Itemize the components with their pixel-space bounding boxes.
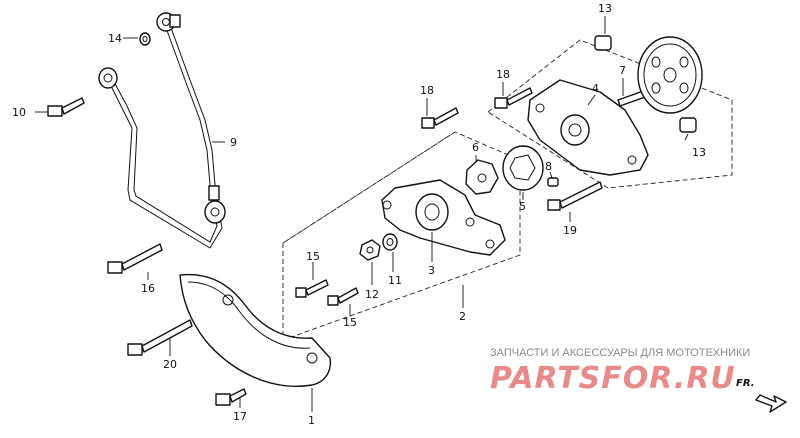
bolt-15-upper bbox=[295, 279, 329, 298]
arrow-icon bbox=[755, 394, 787, 413]
inner-rotor bbox=[465, 159, 499, 195]
callout-numbers: 14 13 18 18 10 9 4 7 13 6 8 5 19 3 2 15 … bbox=[12, 2, 706, 427]
oil-pipe bbox=[98, 12, 226, 249]
washer-14 bbox=[139, 32, 151, 46]
callout-12: 12 bbox=[365, 288, 379, 301]
drive-sprocket bbox=[637, 36, 703, 114]
bolt-10 bbox=[47, 97, 85, 117]
washer-11 bbox=[382, 233, 398, 251]
assembly-outline-cover bbox=[487, 39, 733, 189]
nut-12 bbox=[359, 239, 381, 261]
watermark-tagline: ЗАПЧАСТИ И АКСЕССУАРЫ ДЛЯ МОТОТЕХНИКИ bbox=[490, 347, 750, 359]
bolt-18-right bbox=[494, 87, 533, 109]
oil-pump-cover bbox=[527, 79, 649, 176]
callout-14: 14 bbox=[108, 32, 122, 45]
callout-13-right: 13 bbox=[692, 146, 706, 159]
oil-pump-body bbox=[381, 179, 506, 256]
dowel-pin-13-right bbox=[679, 117, 697, 133]
callout-11: 11 bbox=[388, 274, 402, 287]
callout-10: 10 bbox=[12, 106, 26, 119]
assembly-outline-pump bbox=[282, 131, 521, 341]
callout-5: 5 bbox=[519, 200, 526, 213]
watermark-logo: PARTSFOR.RU bbox=[490, 361, 736, 396]
callout-4: 4 bbox=[592, 82, 599, 95]
front-label: FR. bbox=[736, 378, 755, 389]
bolt-18-left bbox=[421, 107, 459, 129]
callout-15-upper: 15 bbox=[306, 250, 320, 263]
watermark: ЗАПЧАСТИ И АКСЕССУАРЫ ДЛЯ МОТОТЕХНИКИ PA… bbox=[490, 347, 750, 396]
pin-8 bbox=[547, 177, 559, 187]
callout-20: 20 bbox=[163, 358, 177, 371]
callout-17: 17 bbox=[233, 410, 247, 423]
front-direction-arrow: FR. bbox=[736, 378, 787, 413]
bolt-19 bbox=[547, 181, 603, 211]
callout-19: 19 bbox=[563, 224, 577, 237]
callout-7: 7 bbox=[619, 64, 626, 77]
callout-6: 6 bbox=[472, 141, 479, 154]
callout-13-top: 13 bbox=[598, 2, 612, 15]
dowel-pin-13-top bbox=[594, 35, 612, 51]
bolt-16 bbox=[107, 243, 163, 274]
callout-3: 3 bbox=[428, 264, 435, 277]
bolt-17 bbox=[215, 388, 247, 406]
leader-lines bbox=[35, 16, 689, 412]
callout-1: 1 bbox=[308, 414, 315, 427]
callout-16: 16 bbox=[141, 282, 155, 295]
bolt-20 bbox=[127, 319, 193, 356]
callout-8: 8 bbox=[545, 160, 552, 173]
callout-15-lower: 15 bbox=[343, 316, 357, 329]
outer-rotor bbox=[502, 145, 544, 191]
callout-18-right: 18 bbox=[496, 68, 510, 81]
oil-pump-guard bbox=[179, 273, 332, 387]
bolt-15-lower bbox=[327, 287, 359, 306]
callout-2: 2 bbox=[459, 310, 466, 323]
callout-18-left: 18 bbox=[420, 84, 434, 97]
callout-9: 9 bbox=[230, 136, 237, 149]
